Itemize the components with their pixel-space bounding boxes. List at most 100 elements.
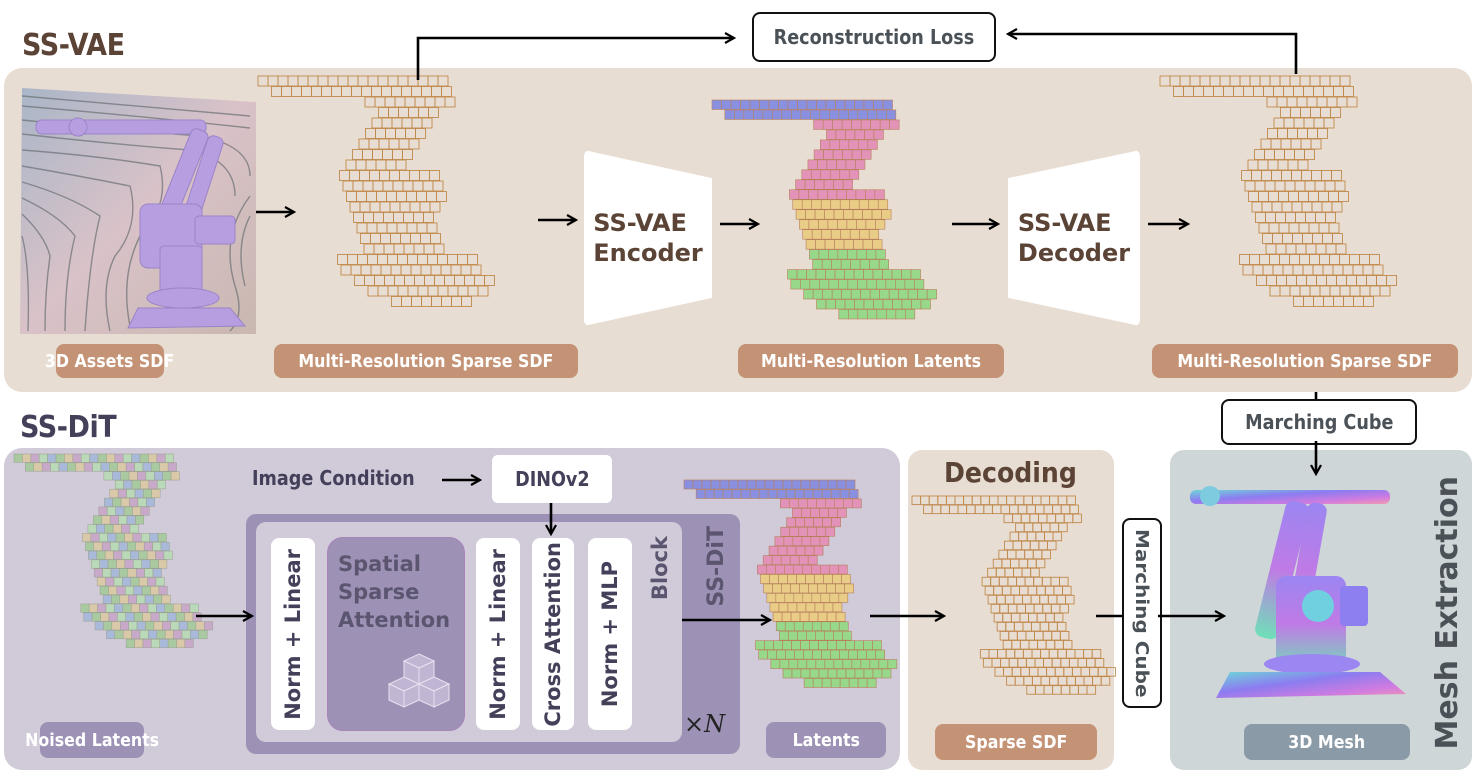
voxel [1287,128,1298,139]
voxel [798,526,809,537]
voxel [683,479,694,490]
voxel [1036,612,1047,623]
voxel [267,75,279,87]
voxel [815,630,825,641]
voxel [359,170,370,181]
voxel [391,296,402,307]
voxel [848,309,859,320]
voxel [150,586,160,595]
voxel [1010,558,1020,569]
voxel [1060,504,1071,515]
voxel [852,498,862,509]
voxel [363,212,374,223]
voxel [1251,170,1262,181]
voxel [1288,191,1299,202]
voxel [940,504,950,515]
voxel [907,289,918,300]
voxel [1289,285,1301,297]
voxel [388,138,400,150]
voxel [119,568,129,578]
voxel [838,279,849,290]
voxel [382,180,394,192]
voxel [807,526,818,537]
voxel [858,199,870,210]
voxel [1051,658,1062,668]
voxel [100,612,110,622]
voxel [1310,107,1321,118]
voxel [772,612,783,622]
voxel [835,129,846,140]
voxel [820,169,831,180]
voxel [397,285,409,297]
tag-sparse-sdf-input: Multi-Resolution Sparse SDF [274,344,578,378]
voxel [828,249,839,260]
voxel [1002,640,1013,650]
voxel [1003,540,1014,551]
voxel [1016,576,1026,587]
voxel [1306,275,1317,286]
voxel [349,201,361,213]
voxel [817,189,828,200]
voxel [87,524,97,534]
voxel [829,621,840,632]
voxel [790,612,801,622]
voxel [190,630,200,640]
voxel [1025,630,1035,641]
voxel [1033,603,1044,614]
voxel [404,275,415,286]
voxel [1296,96,1308,108]
voxel [882,99,893,110]
voxel [782,640,792,650]
voxel [391,86,402,97]
voxel [1290,107,1301,118]
voxel [849,199,860,210]
voxel [375,159,387,171]
voxel [1309,285,1321,297]
voxel [1273,86,1284,97]
voxel [135,568,145,578]
voxel [860,289,871,300]
voxel [301,86,312,97]
voxel [387,254,398,265]
voxel [818,249,829,260]
voxel [130,603,140,613]
voxel [834,239,845,250]
voxel [401,296,412,307]
voxel [127,568,137,578]
voxel [331,86,342,97]
voxel [823,602,834,613]
voxel [1044,585,1055,596]
voxel [157,533,167,543]
voxel [147,577,157,587]
voxel [816,526,827,537]
voxel [879,119,890,130]
voxel [835,299,846,310]
voxel [423,243,435,255]
voxel [345,159,357,171]
voxel [827,189,838,200]
voxel [834,269,845,280]
voxel [869,289,880,300]
voxel [792,536,803,547]
voxel [96,550,106,560]
voxel [58,462,68,472]
voxel [1063,667,1073,677]
voxel [108,612,118,622]
voxel [1274,180,1286,192]
voxel [419,170,430,181]
voxel [1305,212,1316,223]
voxel [798,498,808,509]
voxel [92,462,102,472]
voxel [99,559,109,569]
voxel [144,594,154,604]
voxel [368,138,380,150]
image-condition-label: Image Condition [252,466,415,490]
voxel [817,583,827,594]
voxel [350,264,362,276]
voxel [1282,233,1293,244]
voxel [126,515,136,525]
voxel [839,199,851,210]
voxel [360,233,371,244]
voxel [1034,685,1045,695]
voxel [981,576,992,587]
